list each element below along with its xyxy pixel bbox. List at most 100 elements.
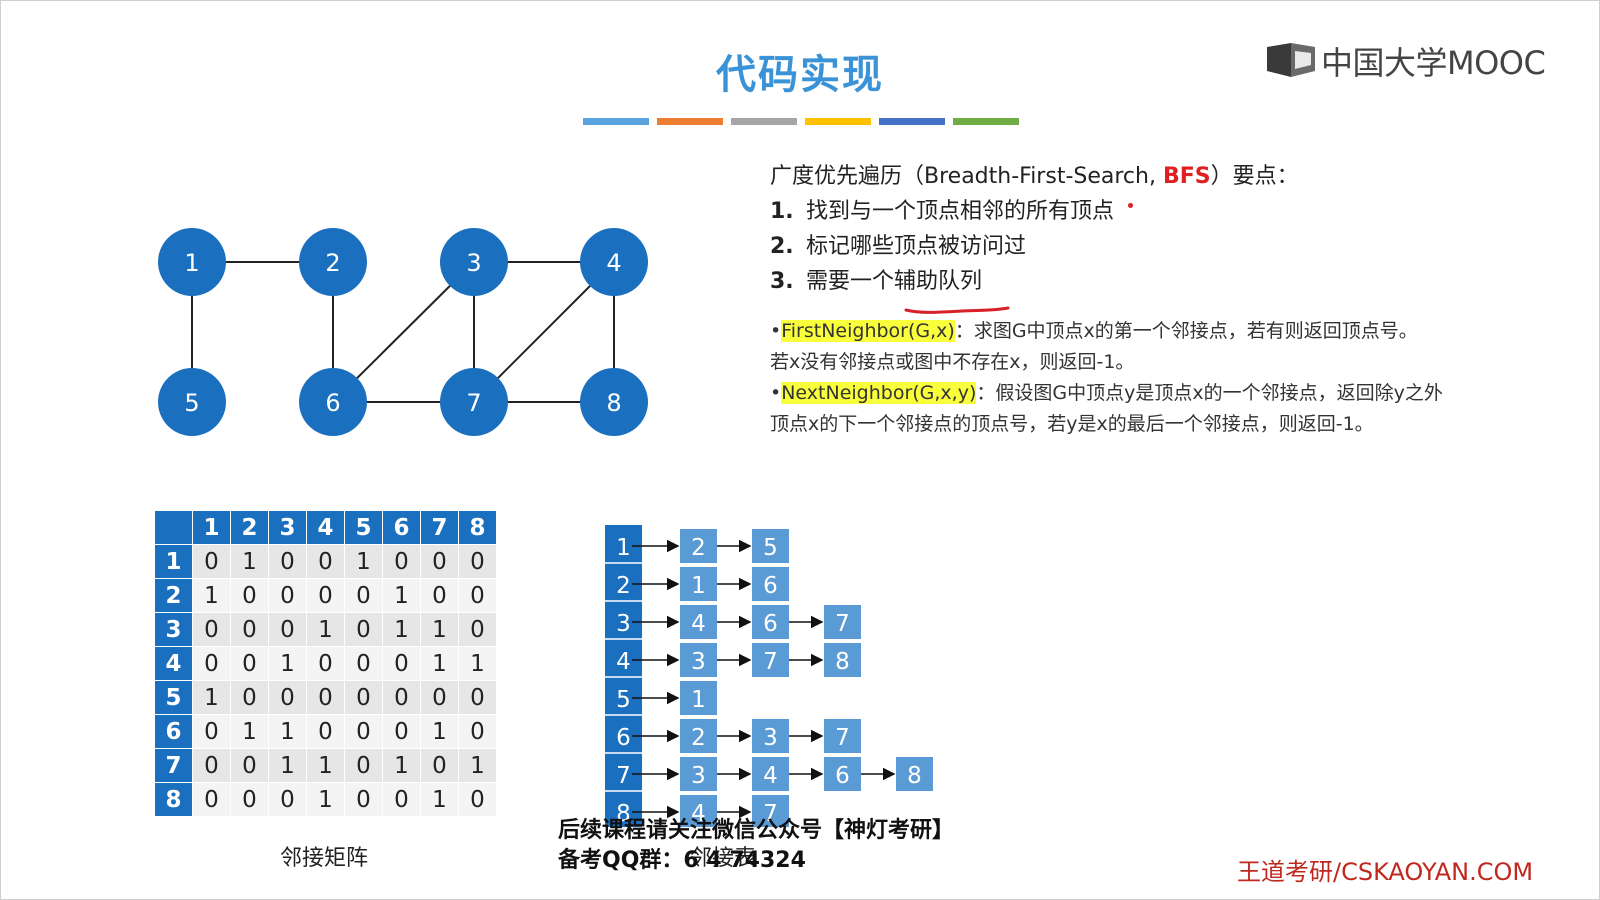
graph-node-label: 7 [466,389,481,417]
matrix-cell: 0 [306,714,345,749]
adj-list-node [824,643,861,677]
neighbor-functions: •FirstNeighbor(G,x)：求图G中顶点x的第一个邻接点，若有则返回… [770,316,1570,440]
adj-list-node [680,757,717,791]
matrix-cell: 1 [382,748,421,783]
adj-list-node [680,681,717,715]
matrix-cell: 0 [192,714,231,749]
adj-list-node [896,757,933,791]
matrix-col-header: 3 [268,510,307,545]
matrix-cell: 1 [230,714,269,749]
adj-head-vertex: 8 [616,801,631,827]
matrix-cell: 1 [230,544,269,579]
graph-node-label: 5 [184,389,199,417]
adj-list-node-label: 3 [691,649,706,675]
matrix-row-header: 2 [154,578,193,613]
matrix-cell: 0 [230,748,269,783]
matrix-cell: 0 [382,646,421,681]
adj-list-node [680,719,717,753]
matrix-cell: 0 [230,646,269,681]
adj-list-node [752,605,789,639]
graph-node [440,228,508,296]
graph-node [580,228,648,296]
matrix-cell: 0 [306,646,345,681]
matrix-col-header: 2 [230,510,269,545]
graph-node [580,368,648,436]
adj-list-node [680,605,717,639]
matrix-cell: 0 [192,782,231,817]
matrix-cell: 1 [192,680,231,715]
bfs-heading-post: ）要点： [1210,164,1299,189]
bfs-point-2: 2.标记哪些顶点被访问过 [770,229,1570,264]
matrix-cell: 0 [268,782,307,817]
matrix-cell: 1 [306,612,345,647]
matrix-cell: 1 [458,748,497,783]
adj-list-node-label: 3 [763,725,778,751]
matrix-cell: 0 [344,748,383,783]
matrix-cell: 0 [420,578,459,613]
adj-head-vertex: 1 [616,535,631,561]
matrix-cell: 0 [382,680,421,715]
matrix-cell: 1 [268,714,307,749]
bfs-heading-pre: 广度优先遍历（Breadth-First-Search, [770,164,1163,189]
adj-list-node [752,795,789,827]
matrix-cell: 0 [230,578,269,613]
matrix-cell: 0 [458,680,497,715]
adj-list-node-label: 6 [763,611,778,637]
adj-list-node [752,643,789,677]
matrix-cell: 0 [306,680,345,715]
adj-list-node-label: 2 [691,535,706,561]
matrix-cell: 1 [268,748,307,783]
first-neighbor-desc: ：求图G中顶点x的第一个邻接点，若有则返回顶点号。 [954,320,1418,342]
matrix-cell: 0 [268,680,307,715]
matrix-cell: 0 [344,680,383,715]
laser-pointer-dot [1128,202,1134,208]
adj-head-column [605,525,642,827]
footer-line-2: 备考QQ群：6 4 74324 [558,848,806,873]
matrix-cell: 0 [382,714,421,749]
matrix-row-header: 1 [154,544,193,579]
matrix-cell: 0 [268,578,307,613]
matrix-cell: 0 [344,578,383,613]
matrix-cell: 0 [344,612,383,647]
first-neighbor-desc-2: 若x没有邻接点或图中不存在x，则返回-1。 [770,351,1135,373]
bfs-point-num: 3. [770,269,794,294]
graph-node-label: 8 [606,389,621,417]
matrix-cell: 0 [382,544,421,579]
matrix-cell: 0 [192,748,231,783]
matrix-cell: 0 [268,544,307,579]
adj-list-node-label: 8 [907,763,922,789]
graph-node [299,368,367,436]
adj-list-node-label: 1 [691,687,706,713]
adj-list-node [824,719,861,753]
bfs-heading: 广度优先遍历（Breadth-First-Search, BFS）要点： [770,160,1570,194]
adj-list-node [680,795,717,827]
adj-head-vertex: 2 [616,573,631,599]
footer-line-1: 后续课程请关注微信公众号【神灯考研】 [558,818,955,843]
handwritten-underline [904,306,1010,314]
matrix-col-header: 5 [344,510,383,545]
adjacency-list-label: 邻接表 [690,846,757,871]
matrix-row-header: 3 [154,612,193,647]
matrix-cell: 1 [268,646,307,681]
graph-node-label: 6 [325,389,340,417]
matrix-cell: 0 [458,544,497,579]
first-neighbor-name: FirstNeighbor(G,x) [781,320,955,342]
matrix-cell: 0 [268,612,307,647]
adj-list-node-label: 4 [691,611,706,637]
adj-list-node-label: 3 [691,763,706,789]
matrix-cell: 1 [306,748,345,783]
next-neighbor-desc-2: 顶点x的下一个邻接点的顶点号，若y是x的最后一个邻接点，则返回-1。 [770,413,1374,435]
color-bar-segment [953,118,1019,125]
matrix-cell: 0 [306,578,345,613]
matrix-cell: 1 [382,578,421,613]
bfs-point-text: 需要一个辅助队列 [806,269,983,294]
adj-list-node-label: 4 [763,763,778,789]
matrix-cell: 0 [306,544,345,579]
